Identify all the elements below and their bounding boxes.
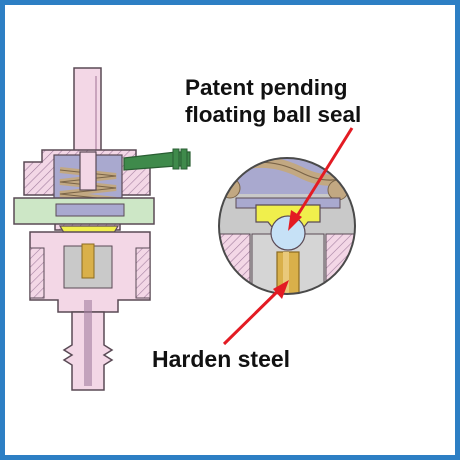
steel-arrow [222,286,283,346]
pin [81,243,95,279]
steel-label: Harden steel [152,346,291,372]
ball-seal-callout: Patent pending floating ball seal [185,74,361,128]
ball-seal-arrow [292,127,354,222]
regulator-cross-section [13,67,191,391]
ball-seal-label-line1: Patent pending [185,75,348,100]
hose-fitting [123,148,191,171]
zoom-detail-circle [218,157,356,295]
pointer-arrows [222,127,354,346]
ball-seal-label-line2: floating ball seal [185,102,362,127]
